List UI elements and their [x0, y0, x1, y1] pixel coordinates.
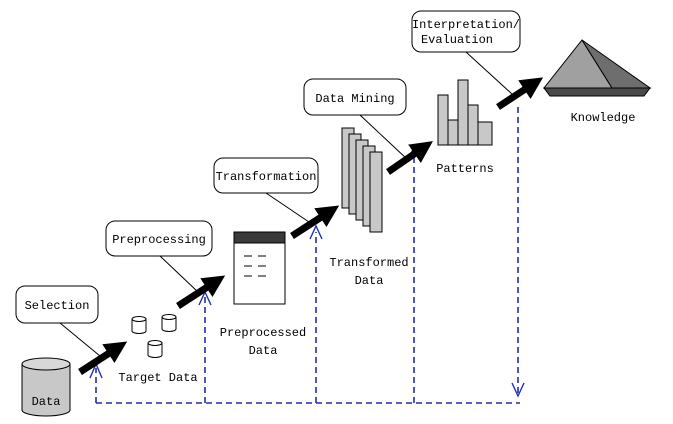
preprocessed-data-table-icon	[233, 231, 286, 305]
stage-label-knowledge: Knowledge	[571, 111, 636, 125]
callout-preprocessing: Preprocessing	[105, 220, 213, 293]
arrow-patterns-to-knowledge	[496, 77, 544, 110]
feedback-loop	[95, 107, 520, 404]
arrow-target-to-preprocessed	[176, 275, 226, 309]
callout-interpretation-evaluation: Interpretation/ Evaluation	[411, 10, 521, 95]
arrow-transformed-to-patterns	[386, 141, 433, 175]
callout-selection: Selection	[15, 285, 101, 357]
callout-label-selection: Selection	[25, 299, 90, 313]
callout-label-data-mining: Data Mining	[315, 92, 394, 106]
stage-label-data: Data	[32, 395, 61, 409]
callout-label-preprocessing: Preprocessing	[112, 233, 206, 247]
callout-data-mining: Data Mining	[303, 78, 409, 161]
callout-transformation: Transformation	[213, 157, 319, 225]
process-arrows	[78, 77, 544, 375]
stage-label-transformed-1: Transformed	[329, 256, 408, 270]
arrow-data-to-target	[78, 341, 128, 375]
data-cylinder-icon	[21, 357, 71, 417]
stage-label-target-data: Target Data	[118, 371, 197, 385]
callout-label-transformation: Transformation	[216, 170, 317, 184]
stage-label-preprocessed-2: Data	[249, 344, 278, 358]
callout-label-evaluation: Evaluation	[421, 33, 493, 47]
stage-label-transformed-2: Data	[355, 274, 384, 288]
transformed-data-stack-icon	[341, 127, 383, 233]
knowledge-pyramid-icon	[542, 39, 652, 97]
target-data-cylinders-icon	[131, 314, 177, 358]
stage-label-patterns: Patterns	[436, 162, 494, 176]
stage-label-preprocessed-1: Preprocessed	[220, 326, 306, 340]
arrow-preprocessed-to-transformed	[290, 205, 340, 239]
callout-label-interpretation: Interpretation/	[412, 18, 520, 32]
patterns-bars-icon	[437, 79, 493, 146]
